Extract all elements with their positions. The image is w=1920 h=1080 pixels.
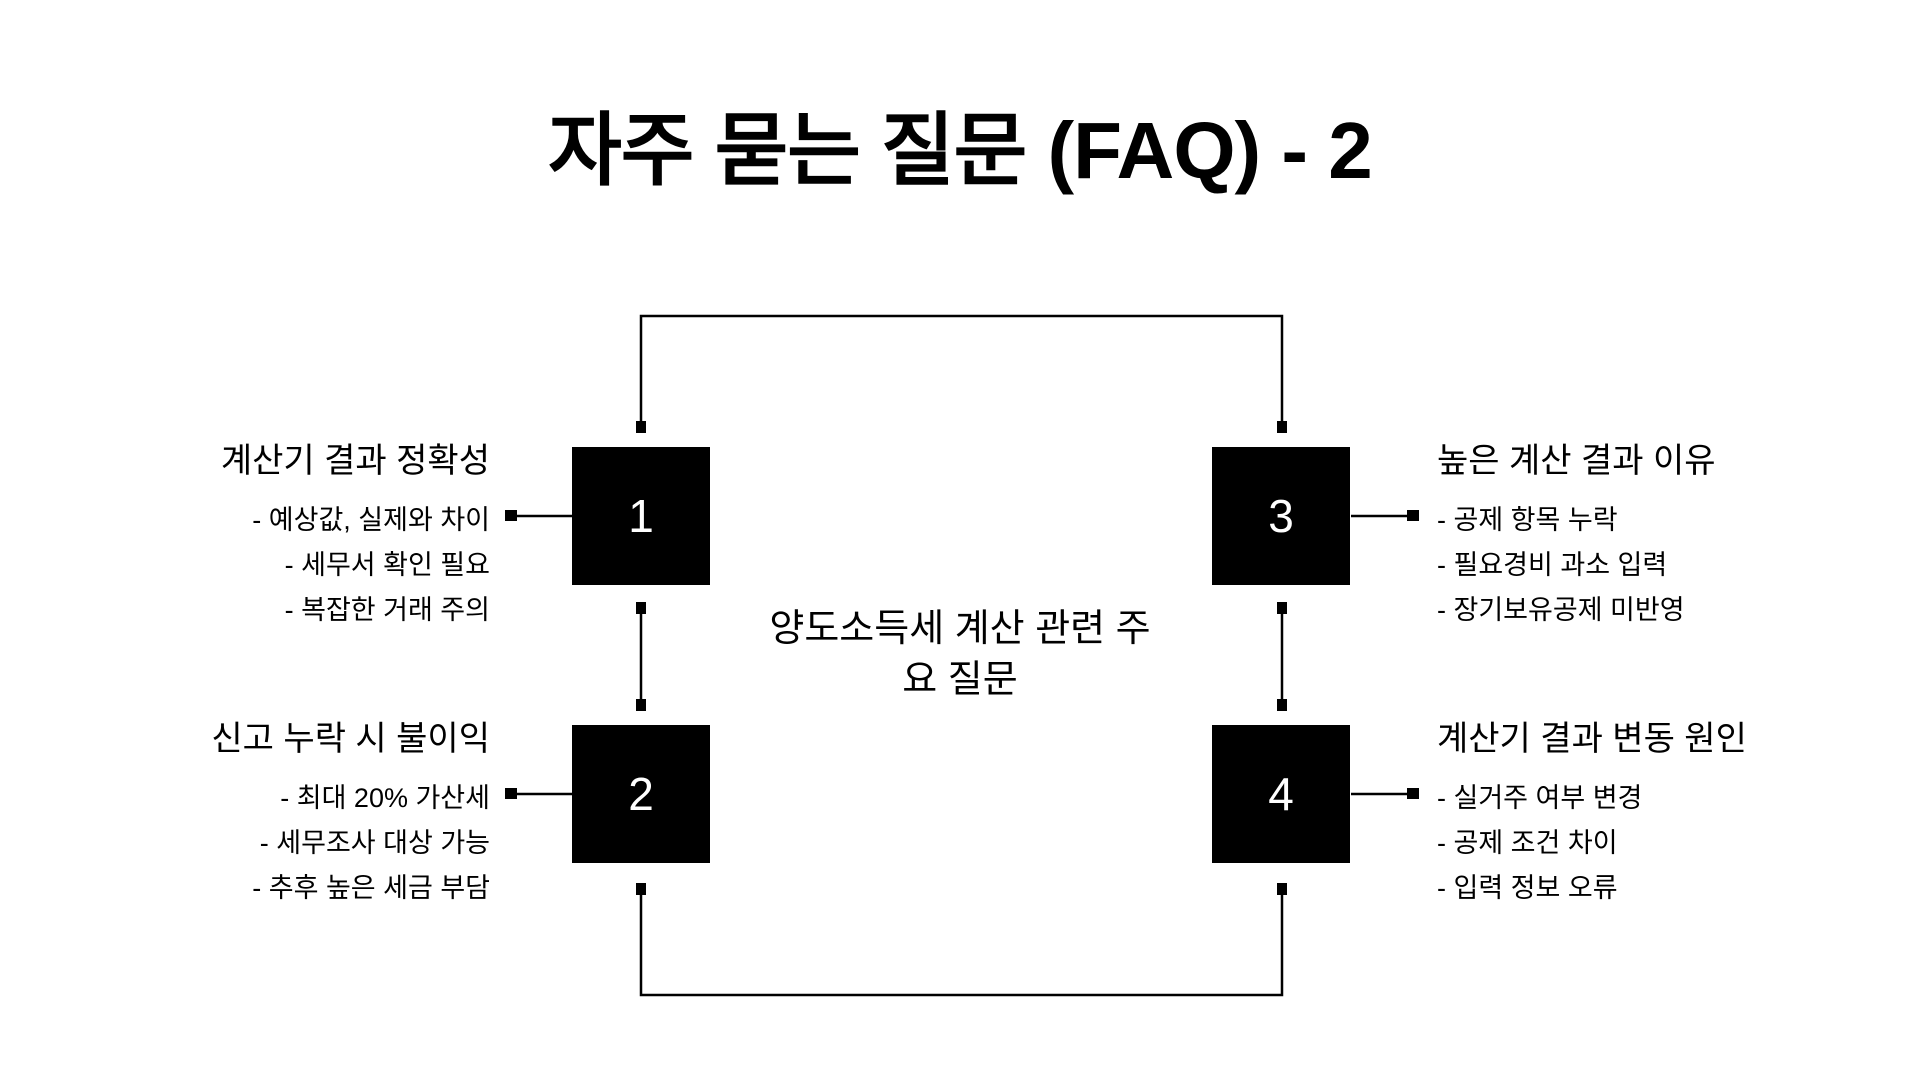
arrowhead-square-icon bbox=[505, 788, 517, 799]
arrowhead-square-icon bbox=[1277, 883, 1287, 895]
arrowhead-square-icon bbox=[505, 510, 517, 521]
arrowhead-square-icon bbox=[636, 883, 646, 895]
faq-item-3: 높은 계산 결과 이유 - 공제 항목 누락 - 필요경비 과소 입력 - 장기… bbox=[1437, 441, 1877, 633]
top-bracket-line bbox=[639, 314, 1284, 429]
step-box-3: 3 bbox=[1212, 447, 1350, 585]
faq-item-3-bullet: - 공제 항목 누락 bbox=[1437, 505, 1618, 535]
step-box-1: 1 bbox=[572, 447, 710, 585]
step-number-4: 4 bbox=[1268, 768, 1294, 820]
faq-item-4-title: 계산기 결과 변동 원인 bbox=[1437, 720, 1747, 758]
arrowhead-square-icon bbox=[1407, 788, 1419, 799]
arrowhead-square-icon bbox=[636, 421, 646, 433]
faq-item-1: 계산기 결과 정확성 - 예상값, 실제와 차이 - 세무서 확인 필요 - 복… bbox=[70, 441, 490, 633]
page-title: 자주 묻는 질문 (FAQ) - 2 bbox=[548, 106, 1373, 195]
step-number-2: 2 bbox=[628, 768, 654, 820]
faq-item-4: 계산기 결과 변동 원인 - 실거주 여부 변경 - 공제 조건 차이 - 입력… bbox=[1437, 719, 1877, 911]
faq-item-1-bullet: - 복잡한 거래 주의 bbox=[284, 595, 490, 625]
arrowhead-square-icon bbox=[1407, 510, 1419, 521]
faq-item-1-bullet: - 세무서 확인 필요 bbox=[284, 550, 490, 580]
faq-item-1-bullet: - 예상값, 실제와 차이 bbox=[252, 505, 490, 535]
faq-item-2: 신고 누락 시 불이익 - 최대 20% 가산세 - 세무조사 대상 가능 - … bbox=[70, 719, 490, 911]
step-number-1: 1 bbox=[628, 490, 654, 542]
arrowhead-square-icon bbox=[636, 699, 646, 711]
arrowhead-square-icon bbox=[1277, 421, 1287, 433]
faq-item-2-bullet: - 최대 20% 가산세 bbox=[280, 783, 490, 813]
faq-item-4-bullet: - 입력 정보 오류 bbox=[1437, 873, 1618, 903]
center-label-line1: 양도소득세 계산 관련 주 bbox=[769, 608, 1151, 650]
arrowhead-square-icon bbox=[1277, 602, 1287, 614]
step-number-3: 3 bbox=[1268, 490, 1294, 542]
faq-item-4-bullet: - 공제 조건 차이 bbox=[1437, 828, 1618, 858]
faq-item-3-bullet: - 필요경비 과소 입력 bbox=[1437, 550, 1668, 580]
faq-item-2-title: 신고 누락 시 불이익 bbox=[211, 720, 490, 758]
faq-item-2-bullet: - 추후 높은 세금 부담 bbox=[252, 873, 490, 903]
arrowhead-square-icon bbox=[636, 602, 646, 614]
arrowhead-square-icon bbox=[1277, 699, 1287, 711]
bottom-bracket-line bbox=[639, 888, 1284, 997]
faq-item-3-title: 높은 계산 결과 이유 bbox=[1437, 442, 1716, 480]
faq-item-2-bullet: - 세무조사 대상 가능 bbox=[259, 828, 490, 858]
step-box-2: 2 bbox=[572, 725, 710, 863]
center-label-line2: 요 질문 bbox=[902, 659, 1018, 701]
step-box-4: 4 bbox=[1212, 725, 1350, 863]
center-label: 양도소득세 계산 관련 주 요 질문 bbox=[660, 604, 1260, 706]
faq-item-3-bullet: - 장기보유공제 미반영 bbox=[1437, 595, 1685, 625]
faq-item-1-title: 계산기 결과 정확성 bbox=[220, 442, 490, 480]
faq-item-4-bullet: - 실거주 여부 변경 bbox=[1437, 783, 1643, 813]
